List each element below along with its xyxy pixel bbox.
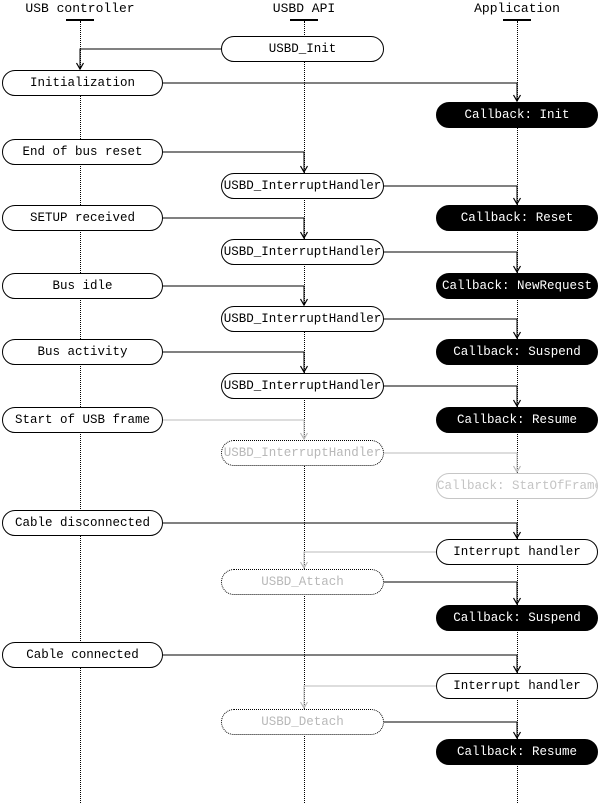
- node-ih4: USBD_InterruptHandler: [221, 373, 384, 399]
- connector-setup-received-to-ih2: [163, 217, 305, 238]
- connector-int-handler2-to-usbd-detach: [303, 685, 436, 708]
- arrowhead-bus-idle-to-ih3: [299, 298, 309, 307]
- connector-cable-disconnected-to-int-handler1: [163, 522, 518, 538]
- node-ih5: USBD_InterruptHandler: [221, 440, 384, 466]
- lifeline-tick-usbd-api: [290, 19, 318, 21]
- node-cb-resume1: Callback: Resume: [436, 407, 598, 433]
- connector-bus-idle-to-ih3: [163, 285, 305, 305]
- arrowhead-int-handler1-to-usbd-attach: [299, 561, 309, 570]
- node-cb-suspend2: Callback: Suspend: [436, 605, 598, 631]
- connector-initialization-to-cb-init: [163, 82, 518, 101]
- arrowhead-usbd-detach-to-cb-resume2: [512, 731, 522, 740]
- arrowhead-end-bus-reset-to-ih1: [299, 165, 309, 174]
- connector-ih4-to-cb-resume1: [384, 385, 518, 406]
- connector-usbd-detach-to-cb-resume2: [384, 721, 518, 738]
- connector-ih3-to-cb-suspend1: [384, 318, 518, 338]
- node-ih1: USBD_InterruptHandler: [221, 173, 384, 199]
- lifeline-tick-application: [503, 19, 531, 21]
- column-header-usbd-api: USBD API: [272, 1, 336, 16]
- node-usbd-init: USBD_Init: [221, 36, 384, 62]
- node-initialization: Initialization: [2, 70, 163, 96]
- arrowhead-ih1-to-cb-reset: [512, 197, 522, 206]
- lifeline-tick-usb-controller: [66, 19, 94, 21]
- node-bus-idle: Bus idle: [2, 273, 163, 299]
- connector-int-handler1-to-usbd-attach: [303, 551, 436, 568]
- node-ih3: USBD_InterruptHandler: [221, 306, 384, 332]
- node-int-handler2: Interrupt handler: [436, 673, 598, 699]
- connector-bus-activity-to-ih4: [163, 351, 305, 372]
- node-end-bus-reset: End of bus reset: [2, 139, 163, 165]
- arrowhead-bus-activity-to-ih4: [299, 365, 309, 374]
- node-cable-connected: Cable connected: [2, 642, 163, 668]
- arrowhead-ih3-to-cb-suspend1: [512, 331, 522, 340]
- node-cb-startofframe: Callback: StartOfFrame: [436, 473, 598, 499]
- arrowhead-int-handler2-to-usbd-detach: [299, 701, 309, 710]
- arrowhead-start-frame-to-ih5: [299, 432, 309, 441]
- connector-ih2-to-cb-newrequest: [384, 251, 518, 272]
- connector-start-frame-to-ih5: [163, 419, 305, 439]
- arrowhead-usbd-init-to-initialization: [75, 62, 85, 71]
- node-cb-newrequest: Callback: NewRequest: [436, 273, 598, 299]
- arrowhead-initialization-to-cb-init: [512, 94, 522, 103]
- node-bus-activity: Bus activity: [2, 339, 163, 365]
- node-cb-resume2: Callback: Resume: [436, 739, 598, 765]
- node-ih2: USBD_InterruptHandler: [221, 239, 384, 265]
- node-cb-init: Callback: Init: [436, 102, 598, 128]
- arrowhead-ih2-to-cb-newrequest: [512, 265, 522, 274]
- node-cb-suspend1: Callback: Suspend: [436, 339, 598, 365]
- connector-end-bus-reset-to-ih1: [163, 151, 305, 172]
- node-cable-disconnected: Cable disconnected: [2, 510, 163, 536]
- connector-ih5-to-cb-startofframe: [384, 452, 518, 472]
- lifeline-usbd-api: [304, 21, 305, 803]
- node-usbd-detach: USBD_Detach: [221, 709, 384, 735]
- arrowhead-usbd-attach-to-cb-suspend2: [512, 597, 522, 606]
- connector-usbd-init-to-initialization: [79, 48, 221, 69]
- connector-ih1-to-cb-reset: [384, 185, 518, 204]
- column-header-application: Application: [474, 1, 560, 16]
- node-int-handler1: Interrupt handler: [436, 539, 598, 565]
- connector-cable-connected-to-int-handler2: [163, 654, 518, 672]
- arrowhead-ih5-to-cb-startofframe: [512, 465, 522, 474]
- node-cb-reset: Callback: Reset: [436, 205, 598, 231]
- column-header-usb-controller: USB controller: [25, 1, 135, 16]
- connector-usbd-attach-to-cb-suspend2: [384, 581, 518, 604]
- node-usbd-attach: USBD_Attach: [221, 569, 384, 595]
- arrowhead-cable-disconnected-to-int-handler1: [512, 531, 522, 540]
- arrowhead-ih4-to-cb-resume1: [512, 399, 522, 408]
- arrowhead-setup-received-to-ih2: [299, 231, 309, 240]
- node-start-frame: Start of USB frame: [2, 407, 163, 433]
- arrowhead-cable-connected-to-int-handler2: [512, 665, 522, 674]
- node-setup-received: SETUP received: [2, 205, 163, 231]
